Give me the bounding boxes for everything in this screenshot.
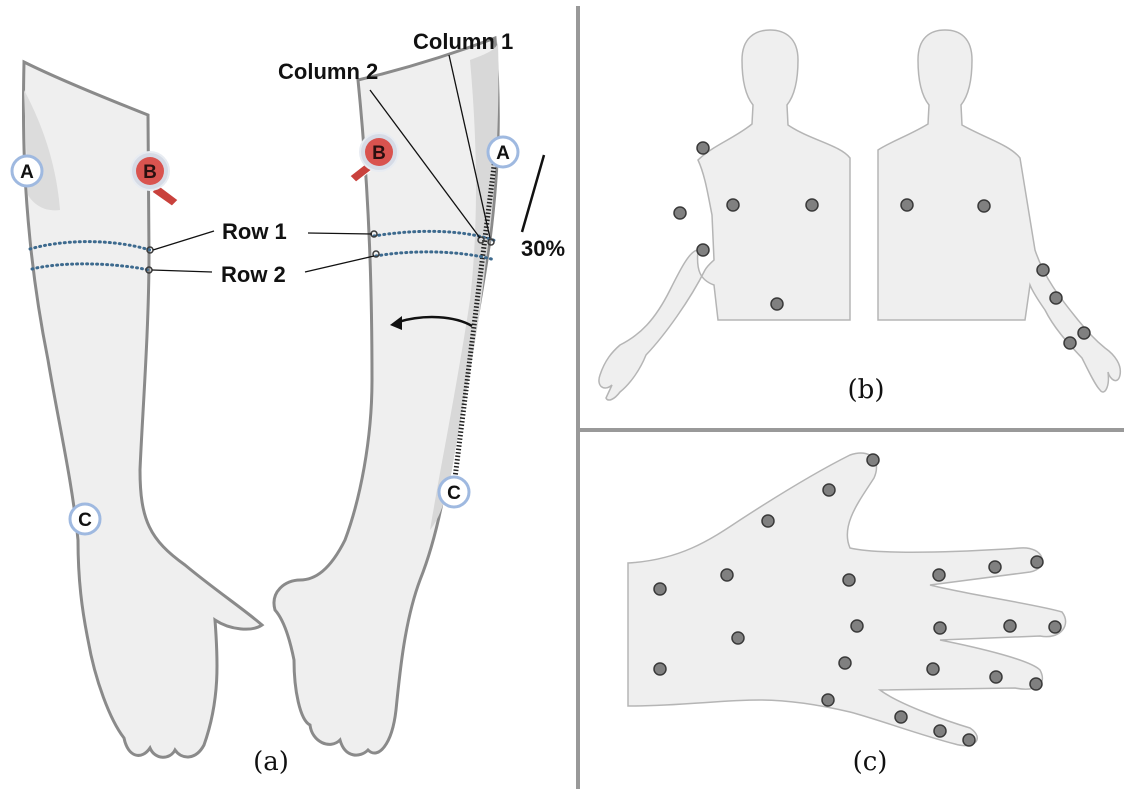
marker-c-right: C xyxy=(439,477,469,507)
svg-text:B: B xyxy=(143,162,157,183)
marker-c-left: C xyxy=(70,504,100,534)
label-row2: Row 2 xyxy=(221,262,286,287)
caption-a: (a) xyxy=(253,747,289,777)
marker-a-left: A xyxy=(12,156,42,186)
caption-b: (b) xyxy=(848,375,885,405)
hand xyxy=(628,453,1066,746)
marker-a-right: A xyxy=(488,137,518,167)
label-column2: Column 2 xyxy=(278,59,378,84)
svg-text:A: A xyxy=(20,162,34,183)
torso-front xyxy=(599,30,850,400)
label-percent: 30% xyxy=(521,236,565,261)
label-row1: Row 1 xyxy=(222,219,287,244)
svg-text:C: C xyxy=(447,483,461,504)
svg-text:A: A xyxy=(496,143,510,164)
label-column1: Column 1 xyxy=(413,29,513,54)
svg-text:B: B xyxy=(372,143,386,164)
percent-bracket-line xyxy=(522,155,544,232)
svg-text:C: C xyxy=(78,510,92,531)
caption-c: (c) xyxy=(853,747,888,777)
